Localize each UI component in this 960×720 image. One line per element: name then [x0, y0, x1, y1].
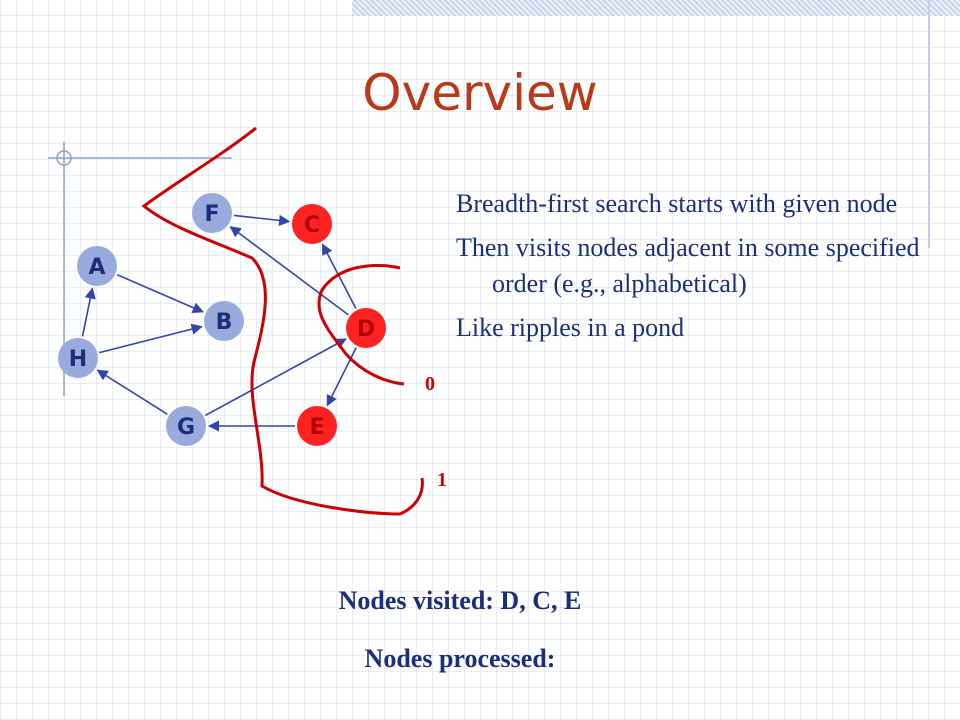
ripple-label-0: 0	[425, 373, 435, 395]
graph-node-h: H	[58, 338, 98, 378]
edge-d-c	[321, 243, 357, 309]
edge-g-d	[204, 338, 347, 417]
nodes-visited-text: Nodes visited: D, C, E	[338, 586, 582, 615]
nodes-layer: F C A B D H G E	[58, 193, 386, 446]
ripple-label-1: 1	[437, 469, 447, 491]
edge-h-b	[99, 323, 203, 354]
node-circle	[77, 246, 117, 286]
decorative-top-band	[352, 0, 960, 16]
node-circle	[204, 301, 244, 341]
edge-d-f	[229, 226, 349, 316]
node-label: B	[216, 310, 233, 335]
bullet-item: Then visits nodes adjacent in some speci…	[456, 233, 920, 298]
edge-g-h	[96, 369, 168, 415]
node-label: G	[177, 415, 195, 440]
graph-node-a: A	[77, 246, 117, 286]
ripple-boundary-0	[317, 264, 405, 386]
bullet-item: Like ripples in a pond	[456, 313, 685, 342]
node-circle	[346, 308, 386, 348]
nodes-processed-text: Nodes processed:	[364, 644, 556, 673]
graph-node-g: G	[166, 406, 206, 446]
decorative-right-rule	[928, 0, 930, 248]
node-label: C	[304, 213, 320, 238]
bullet-list: Breadth-first search starts with given n…	[456, 186, 926, 354]
edge-f-c	[233, 214, 291, 226]
graph-node-e: E	[297, 406, 337, 446]
edge-h-a	[81, 287, 96, 337]
node-circle	[297, 406, 337, 446]
node-label: H	[69, 347, 87, 372]
ripple-boundary-1	[141, 126, 424, 516]
node-circle	[58, 338, 98, 378]
node-label: D	[357, 317, 375, 342]
edge-d-e	[326, 347, 357, 407]
graph-node-c: C	[292, 204, 332, 244]
slide-title: Overview	[362, 64, 598, 122]
node-label: A	[88, 255, 105, 280]
node-label: E	[309, 415, 324, 440]
edge-a-b	[116, 274, 204, 313]
node-circle	[292, 204, 332, 244]
edges-layer	[81, 214, 357, 432]
bullet-item: Breadth-first search starts with given n…	[456, 189, 898, 218]
node-circle	[192, 193, 232, 233]
node-circle	[166, 406, 206, 446]
graph-node-b: B	[204, 301, 244, 341]
graph-node-f: F	[192, 193, 232, 233]
node-label: F	[204, 202, 219, 227]
graph-node-d: D	[346, 308, 386, 348]
